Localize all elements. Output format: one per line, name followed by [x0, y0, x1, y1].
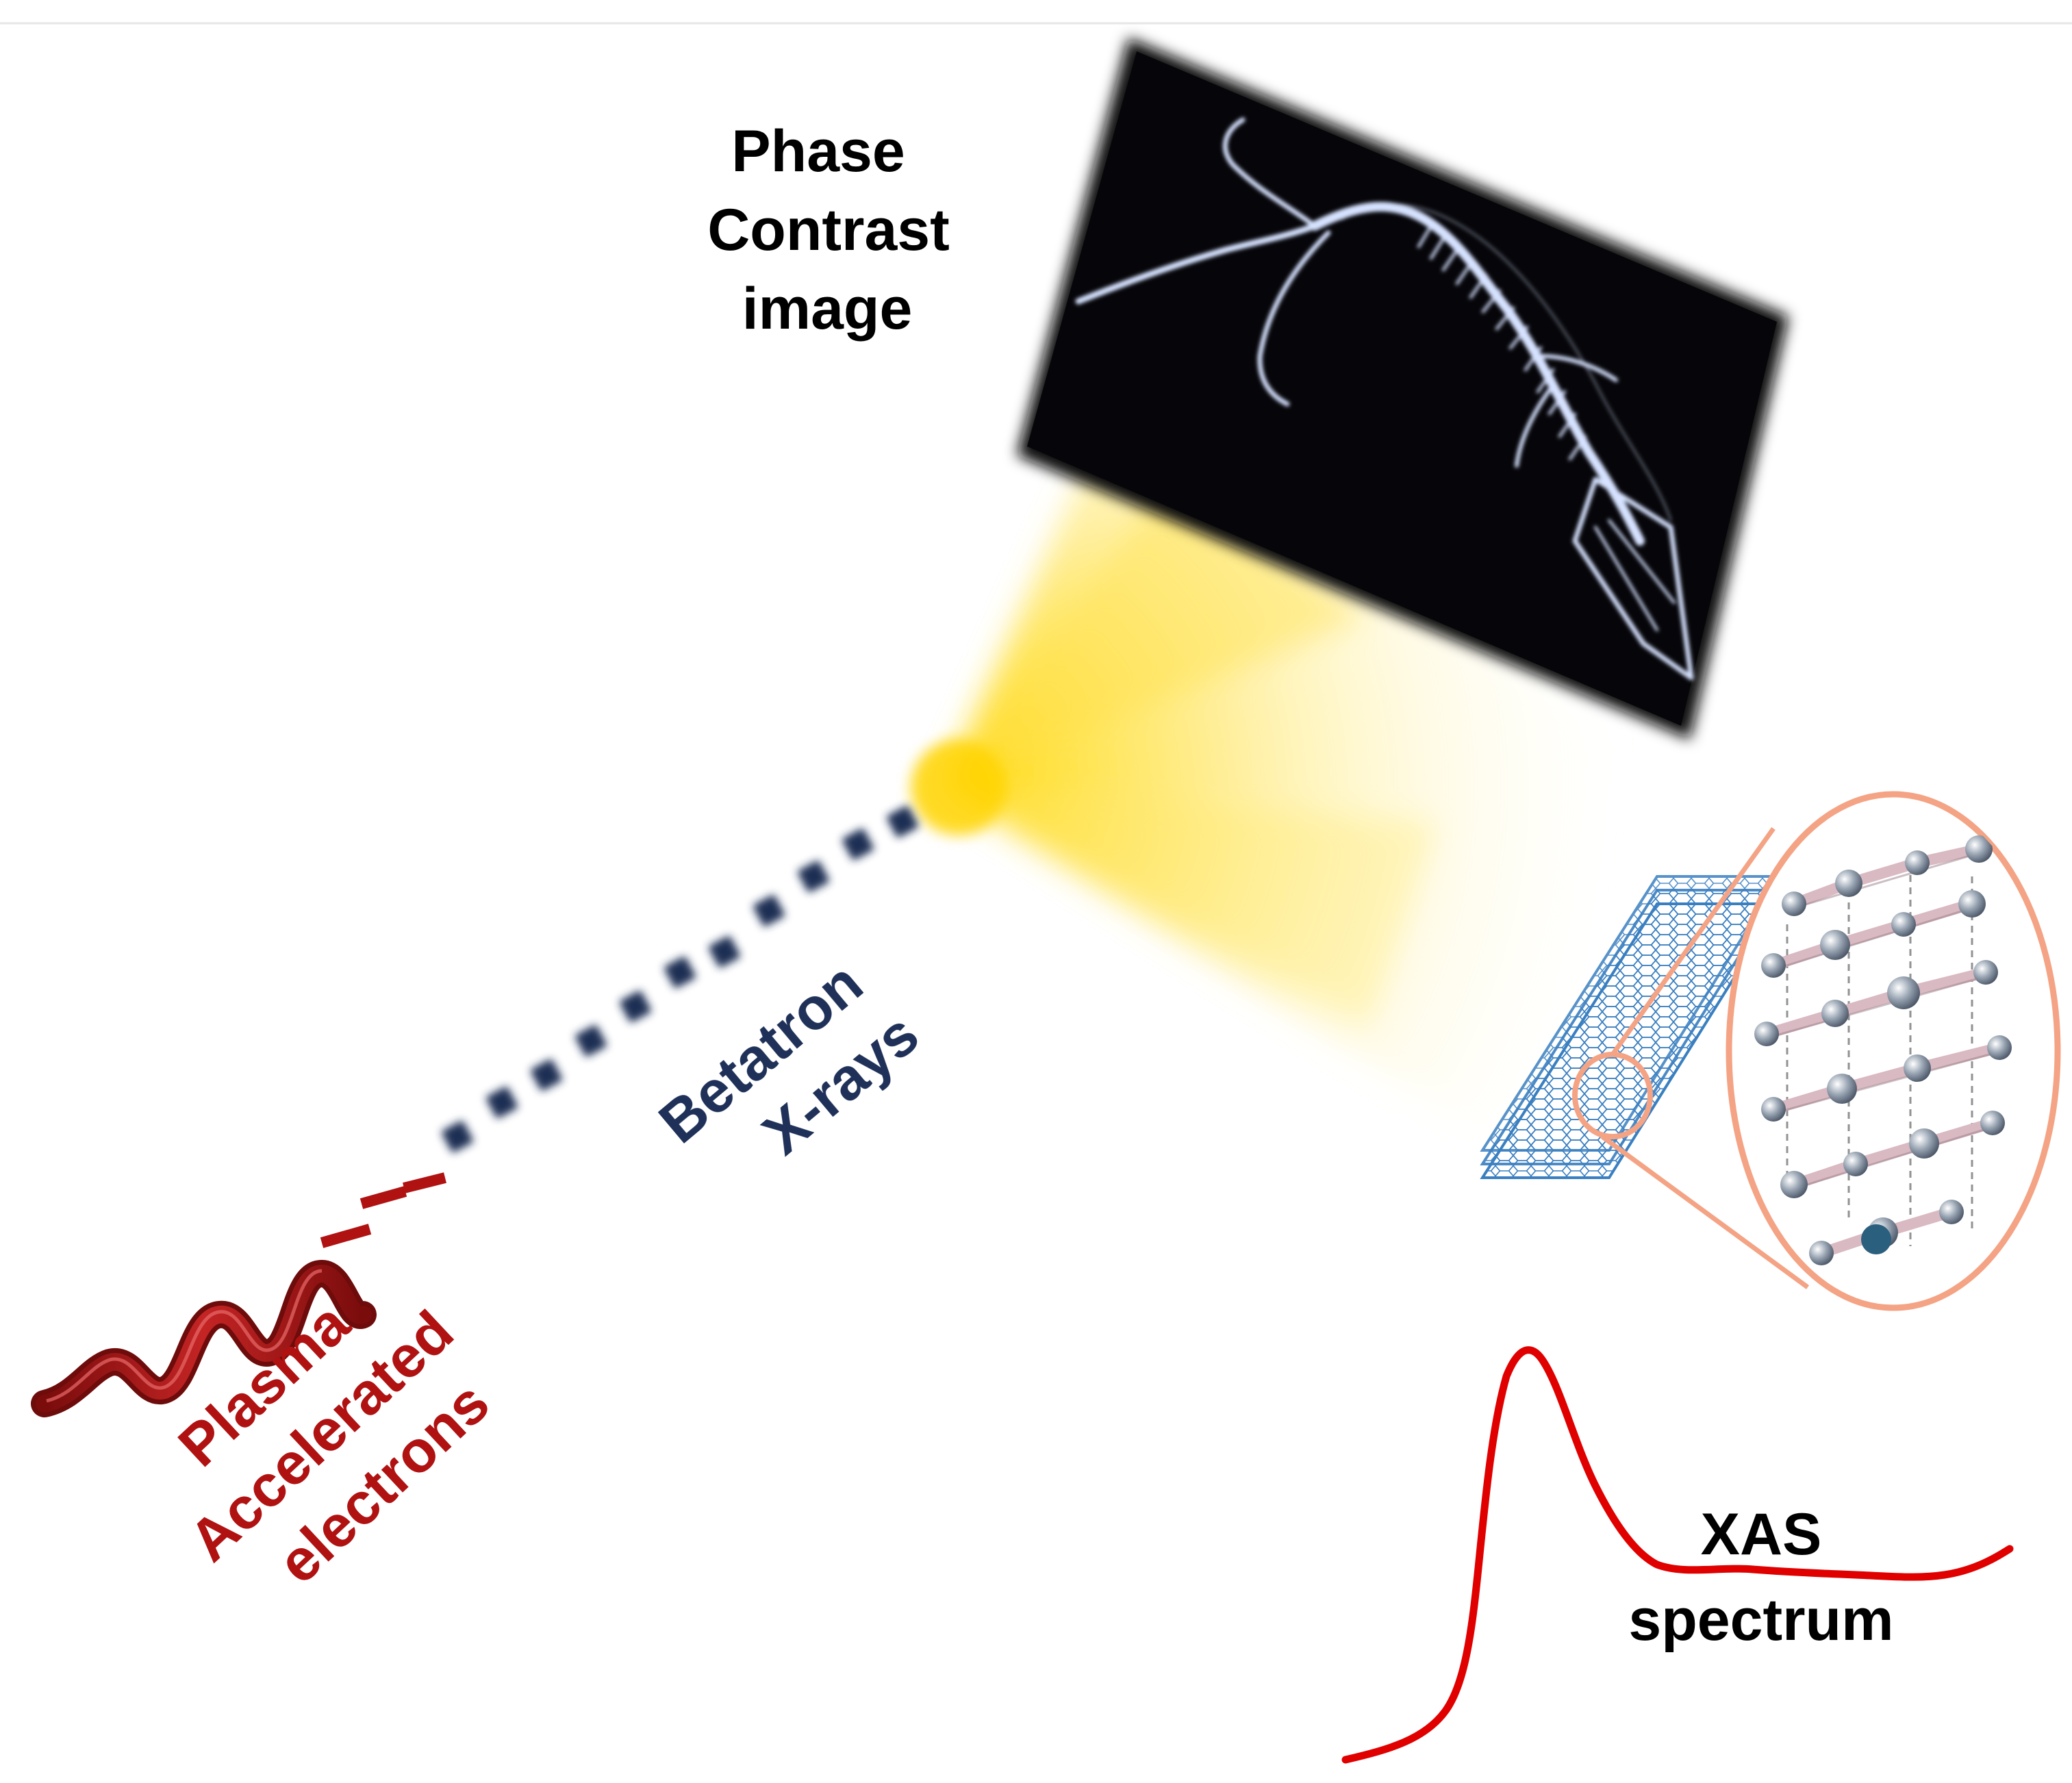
electron-dot	[887, 806, 918, 837]
betatron-label: Betatron X-rays	[647, 950, 931, 1167]
phase-contrast-label-line2: Contrast	[707, 197, 950, 263]
phase-contrast-image	[1017, 38, 1789, 739]
plasma-dash	[403, 1172, 446, 1193]
plasma-wave-icon	[31, 1172, 446, 1417]
electron-dot	[620, 991, 651, 1022]
plasma-label: Plasma Accelerated electrons	[166, 1290, 502, 1596]
plasma-dash	[359, 1186, 407, 1209]
graphene-lattice-icon	[1754, 835, 2012, 1265]
plasma-dash	[320, 1224, 372, 1248]
electron-dot	[442, 1121, 473, 1152]
electron-dot	[709, 936, 740, 968]
beam-source-glow	[911, 739, 1007, 835]
electron-dot	[486, 1087, 518, 1118]
electron-bunch-trail	[442, 806, 918, 1152]
electron-dot	[798, 861, 829, 892]
xas-label-line2: spectrum	[1628, 1587, 1893, 1653]
dopant-atom	[1861, 1224, 1891, 1254]
phase-contrast-label-line3: image	[742, 276, 913, 342]
xas-label-line1: XAS	[1701, 1502, 1822, 1567]
lizard-xray-icon	[1075, 117, 1694, 681]
electron-dot	[531, 1059, 562, 1091]
electron-dot	[664, 957, 696, 988]
electron-dot	[753, 895, 785, 926]
xas-spectrum-curve	[1341, 1346, 2014, 1764]
electron-dot	[575, 1025, 607, 1057]
electron-dot	[842, 829, 874, 860]
phase-contrast-label-line1: Phase	[731, 118, 905, 184]
